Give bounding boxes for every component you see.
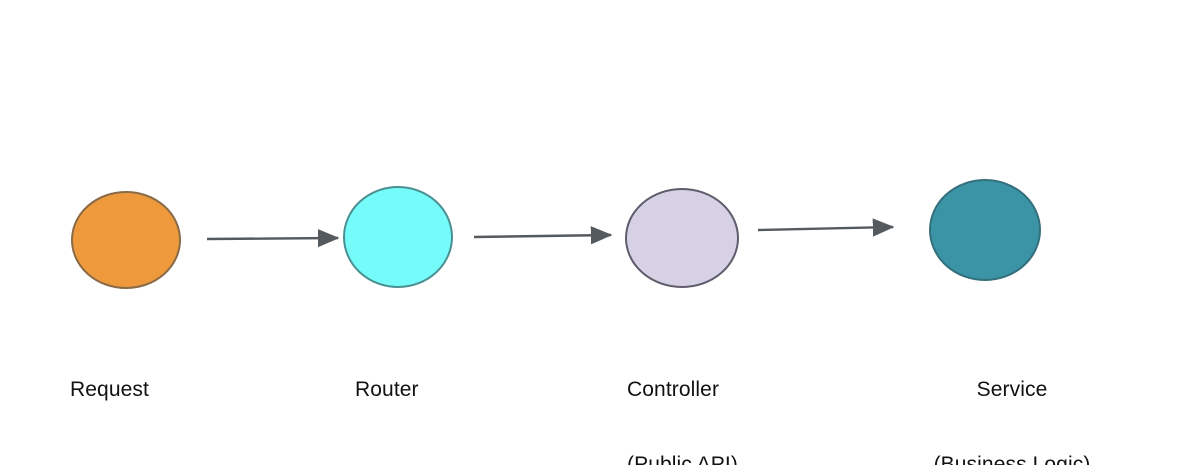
- node-request[interactable]: [71, 191, 181, 289]
- arrow-router-to-controller: [473, 226, 613, 245]
- node-router[interactable]: [343, 186, 453, 288]
- node-label-request: Request: [70, 327, 149, 452]
- arrow-group: [206, 218, 895, 248]
- node-label-router-line1: Router: [355, 378, 419, 401]
- node-label-service-line2: (Business Logic): [933, 453, 1091, 465]
- node-label-controller: Controller (Public API): [627, 327, 738, 465]
- node-group: [71, 179, 1041, 289]
- node-service[interactable]: [929, 179, 1041, 281]
- arrow-request-to-router: [206, 229, 340, 248]
- node-label-controller-line1: Controller: [627, 378, 720, 401]
- node-label-router: Router: [355, 327, 419, 452]
- node-label-controller-line2: (Public API): [627, 453, 738, 465]
- node-label-request-line1: Request: [70, 378, 149, 401]
- node-label-service: Service (Business Logic): [923, 327, 1101, 465]
- node-controller[interactable]: [625, 188, 739, 288]
- node-label-service-line1: Service: [976, 378, 1048, 401]
- arrow-controller-to-service: [757, 218, 895, 237]
